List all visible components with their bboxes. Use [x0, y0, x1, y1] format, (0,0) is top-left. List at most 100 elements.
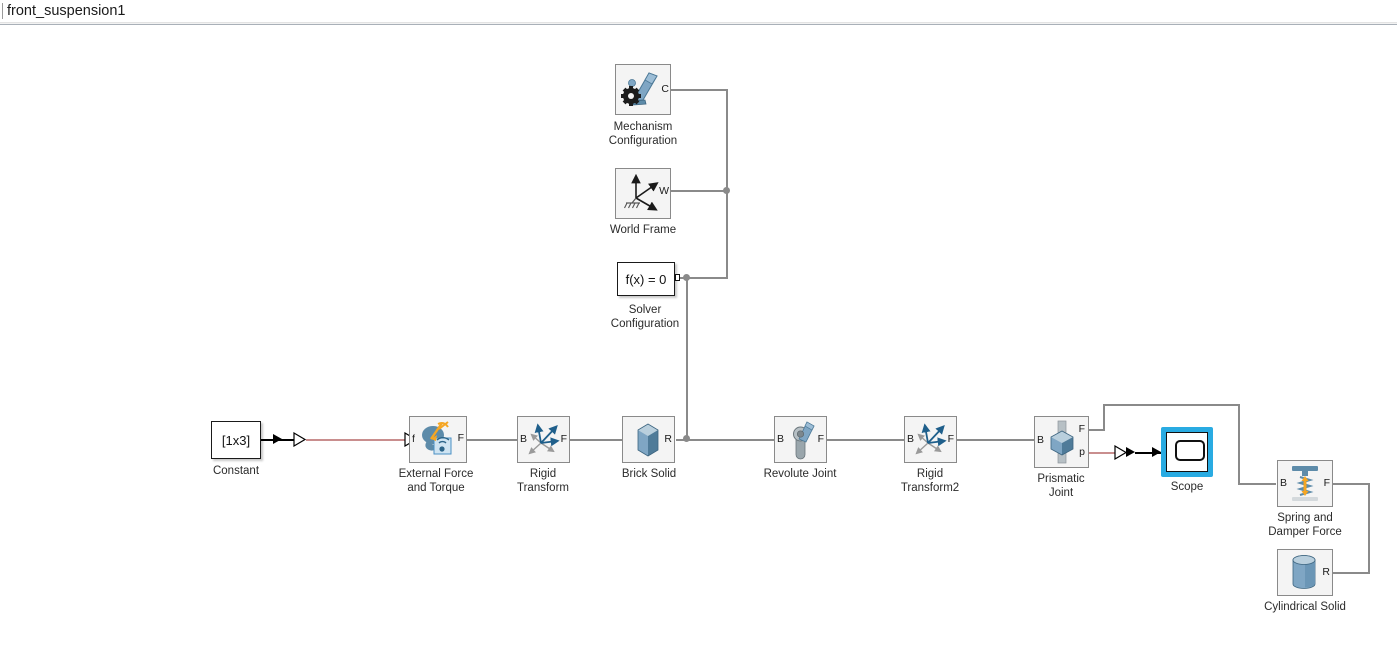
brick-solid-port-R[interactable]: R	[664, 433, 672, 445]
spring-damper-port-F[interactable]: F	[1323, 477, 1330, 489]
external-force-port-f[interactable]: f	[412, 433, 415, 445]
wire-rigidtransform-to-brick	[570, 439, 622, 441]
rigid-transform-label-line2: Transform	[517, 482, 569, 494]
spring-damper-label-line1: Spring and	[1277, 512, 1333, 524]
rigid-transform-label: Rigid Transform	[517, 467, 569, 495]
junction-brick-solid	[683, 435, 690, 442]
world-frame-port-W[interactable]: W	[659, 185, 669, 197]
rigid-transform2-label-line1: Rigid	[916, 468, 944, 480]
rigid-transform-axes-icon	[915, 423, 947, 455]
scope-body	[1166, 432, 1208, 472]
wire-prismatic-to-scope	[1135, 452, 1163, 454]
block-world-frame[interactable]: W	[615, 168, 671, 219]
block-rigid-transform2[interactable]: B F	[904, 416, 957, 463]
mechanism-configuration-label-line2: Configuration	[608, 135, 678, 147]
scope-label: Scope	[1171, 480, 1204, 494]
arrowhead-prismatic-p	[1126, 447, 1135, 457]
cylindrical-solid-label-line1: Cylindrical Solid	[1264, 601, 1346, 613]
wire-revolute-to-rigidtransform2	[827, 439, 904, 441]
revolute-joint-port-F[interactable]: F	[817, 433, 824, 445]
block-mechanism-configuration[interactable]: C	[615, 64, 671, 115]
mechanism-configuration-label-line1: Mechanism	[613, 121, 673, 133]
prismatic-joint-label: Prismatic Joint	[1037, 472, 1084, 500]
cylindrical-solid-port-R[interactable]: R	[1322, 566, 1330, 578]
cylindrical-solid-label: Cylindrical Solid	[1264, 600, 1346, 614]
wire-mechanism-to-junction-v	[726, 89, 728, 192]
tab-front-suspension1[interactable]: front_suspension1	[0, 0, 136, 22]
rigid-transform2-label-line2: Transform2	[900, 482, 960, 494]
external-force-and-torque-label: External Force and Torque	[399, 467, 474, 495]
block-rigid-transform[interactable]: B F	[517, 416, 570, 463]
arrowhead-scope-in	[1152, 447, 1161, 457]
wire-force-to-rigidtransform	[467, 439, 517, 441]
rigid-transform-port-B[interactable]: B	[520, 433, 528, 445]
world-frame-label-line1: World Frame	[609, 224, 677, 236]
solver-configuration-port-stub[interactable]	[675, 274, 680, 281]
block-external-force-and-torque[interactable]: f F	[409, 416, 467, 463]
wire-constant-to-force-red	[306, 439, 409, 441]
tab-label: front_suspension1	[7, 3, 126, 19]
tab-bar: front_suspension1	[0, 0, 1397, 22]
solver-configuration-label: Solver Configuration	[611, 303, 679, 331]
constant-label-line1: Constant	[212, 465, 260, 477]
wire-prismatic-f-h1	[1089, 429, 1105, 431]
solver-configuration-equation: f(x) = 0	[625, 271, 667, 287]
scope-label-line1: Scope	[1170, 481, 1204, 493]
external-force-torque-icon	[422, 421, 452, 455]
rigid-transform-axes-icon	[528, 423, 560, 455]
spring-damper-icon	[1292, 466, 1318, 501]
wire-trunk-to-solver	[686, 277, 728, 279]
world-frame-axes-icon	[624, 173, 659, 211]
rigid-transform2-port-F[interactable]: F	[947, 433, 954, 445]
revolute-joint-label-line1: Revolute Joint	[763, 468, 837, 480]
wire-solver-down	[686, 277, 688, 439]
constant-box	[211, 421, 261, 459]
mechanism-configuration-port-C[interactable]: C	[661, 83, 669, 95]
world-frame-label: World Frame	[610, 223, 676, 237]
wire-spring-f-h1	[1333, 483, 1370, 485]
rigid-transform2-port-B[interactable]: B	[907, 433, 915, 445]
brick-solid-label: Brick Solid	[622, 467, 676, 481]
block-constant[interactable]: [1x3]	[211, 421, 261, 459]
wire-trunk-down	[726, 190, 728, 278]
rigid-transform2-label: Rigid Transform2	[901, 467, 959, 495]
spring-damper-port-B[interactable]: B	[1280, 477, 1288, 489]
block-prismatic-joint[interactable]: B F p	[1034, 416, 1089, 468]
solver-configuration-label-line2: Configuration	[610, 318, 680, 330]
block-scope[interactable]	[1161, 427, 1213, 477]
rigid-transform-port-F[interactable]: F	[560, 433, 567, 445]
external-force-label-line1: External Force	[398, 468, 474, 480]
wire-rigidtransform2-to-prismatic	[957, 439, 1034, 441]
constant-value: [1x3]	[221, 432, 251, 448]
wire-prismatic-f-v1	[1103, 404, 1105, 431]
external-force-port-F[interactable]: F	[457, 432, 464, 444]
prismatic-joint-port-p[interactable]: p	[1079, 446, 1085, 458]
wire-brick-to-revolute	[686, 439, 774, 441]
block-cylindrical-solid[interactable]: R	[1277, 549, 1333, 596]
prismatic-joint-port-B[interactable]: B	[1037, 434, 1045, 446]
revolute-joint-icon	[793, 421, 815, 460]
arrowhead-constant-signal	[273, 434, 282, 444]
model-canvas[interactable]: C Mechanism Configuration	[0, 25, 1397, 658]
spring-and-damper-force-label: Spring and Damper Force	[1268, 511, 1342, 539]
rigid-transform-label-line1: Rigid	[529, 468, 557, 480]
wire-worldframe-to-trunk	[670, 190, 728, 192]
wire-prismatic-f-h3	[1238, 483, 1276, 485]
tab-bar-separator	[0, 22, 1397, 25]
prismatic-joint-label-line2: Joint	[1048, 487, 1074, 499]
block-spring-and-damper-force[interactable]: B F	[1277, 460, 1333, 507]
wire-mechanism-to-junction-h	[670, 89, 728, 91]
block-revolute-joint[interactable]: B F	[774, 416, 827, 463]
prismatic-joint-port-F[interactable]: F	[1078, 423, 1085, 435]
mechanism-configuration-label: Mechanism Configuration	[609, 120, 677, 148]
block-brick-solid[interactable]: R	[622, 416, 675, 463]
block-solver-configuration[interactable]: f(x) = 0	[617, 262, 680, 296]
wire-spring-f-v1	[1368, 483, 1370, 573]
solver-configuration-label-line1: Solver	[628, 304, 662, 316]
prismatic-joint-icon	[1050, 420, 1074, 464]
revolute-joint-port-B[interactable]: B	[777, 433, 785, 445]
wire-prismatic-p-red	[1089, 452, 1117, 454]
prismatic-joint-label-line1: Prismatic	[1037, 473, 1085, 485]
solver-configuration-box	[617, 262, 675, 296]
